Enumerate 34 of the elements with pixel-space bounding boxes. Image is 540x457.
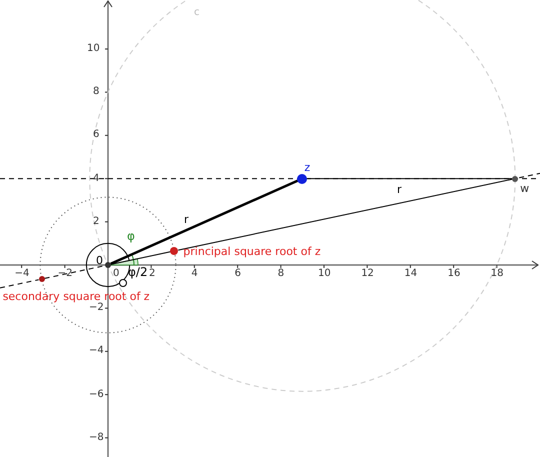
point-label: principal square root of z [183,246,321,258]
tick-label: 16 [448,268,460,279]
tick-label: 8 [93,86,100,98]
curve-label: c [194,7,200,18]
point-label: w [520,182,530,195]
edge-label: r [183,214,190,226]
angle-label: φ/2 [128,267,148,278]
point-label: z [304,162,310,174]
tick-label: 2 [93,216,100,227]
tick-label: 18 [490,268,504,279]
tick-label: −2 [58,268,73,279]
tick-label: 10 [318,268,331,279]
line-segment [178,178,513,251]
tick-label: −2 [89,302,104,314]
angle-label: φ [127,231,135,242]
tick-label: 2 [149,268,156,279]
tick-label: 6 [93,129,100,140]
line-segment [306,178,513,180]
tick-label: −4 [89,345,104,356]
tick-label: 6 [234,268,241,279]
tick-label: 8 [278,268,284,279]
tick-label: −4 [14,268,30,279]
edge-label: r [396,184,403,196]
tick-label: −6 [89,388,104,400]
tick-label: 4 [191,268,198,279]
point-label: 0 [96,255,103,267]
tick-label: 14 [404,268,418,279]
line-segment [110,251,171,265]
tick-label: 4 [93,172,100,184]
tick-label: −8 [89,432,104,443]
tick-label: 12 [361,268,374,279]
tick-label: 10 [87,43,100,54]
tick-label: 0 [113,268,120,279]
line-segment [110,179,298,265]
